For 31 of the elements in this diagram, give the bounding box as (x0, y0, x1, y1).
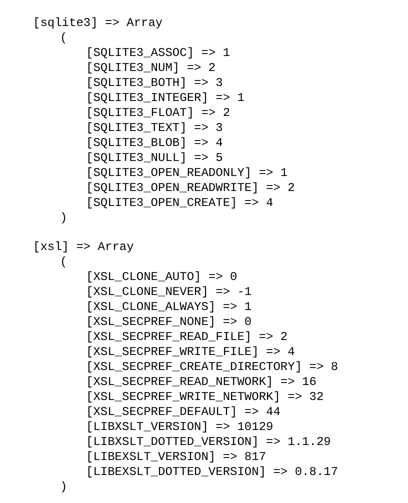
code-line: [SQLITE3_NULL] => 5 (86, 151, 223, 166)
code-line: [XSL_SECPREF_DEFAULT] => 44 (86, 405, 280, 420)
code-line: [SQLITE3_BLOB] => 4 (86, 136, 223, 151)
code-line: [SQLITE3_INTEGER] => 1 (86, 91, 244, 106)
code-line: [XSL_SECPREF_CREATE_DIRECTORY] => 8 (86, 360, 338, 375)
code-line: [XSL_SECPREF_WRITE_FILE] => 4 (86, 345, 295, 360)
code-line: [SQLITE3_BOTH] => 3 (86, 76, 223, 91)
code-line: [XSL_SECPREF_NONE] => 0 (86, 315, 252, 330)
code-line: ) (60, 211, 68, 226)
code-line: [SQLITE3_ASSOC] => 1 (86, 46, 230, 61)
code-line: ( (60, 31, 68, 46)
code-line: [SQLITE3_OPEN_CREATE] => 4 (86, 196, 274, 211)
code-line: ) (60, 480, 68, 495)
code-line: [LIBXSLT_DOTTED_VERSION] => 1.1.29 (86, 435, 331, 450)
code-line: [LIBEXSLT_VERSION] => 817 (86, 450, 266, 465)
code-line: [SQLITE3_FLOAT] => 2 (86, 106, 230, 121)
code-line: [SQLITE3_NUM] => 2 (86, 61, 216, 76)
code-line: [SQLITE3_TEXT] => 3 (86, 121, 223, 136)
code-line: [LIBXSLT_VERSION] => 10129 (86, 420, 274, 435)
code-line: [XSL_SECPREF_READ_FILE] => 2 (86, 330, 288, 345)
code-line: [XSL_SECPREF_WRITE_NETWORK] => 32 (86, 390, 324, 405)
code-line: [XSL_CLONE_NEVER] => -1 (86, 285, 252, 300)
code-line: [sqlite3] => Array (33, 16, 163, 31)
code-line: [xsl] => Array (33, 240, 134, 255)
code-line: [XSL_SECPREF_READ_NETWORK] => 16 (86, 375, 316, 390)
code-line: [SQLITE3_OPEN_READWRITE] => 2 (86, 181, 295, 196)
code-line: [XSL_CLONE_AUTO] => 0 (86, 270, 238, 285)
code-line: [SQLITE3_OPEN_READONLY] => 1 (86, 166, 288, 181)
code-line: [LIBEXSLT_DOTTED_VERSION] => 0.8.17 (86, 465, 338, 480)
code-line: [XSL_CLONE_ALWAYS] => 1 (86, 300, 252, 315)
code-line: ( (60, 255, 68, 270)
